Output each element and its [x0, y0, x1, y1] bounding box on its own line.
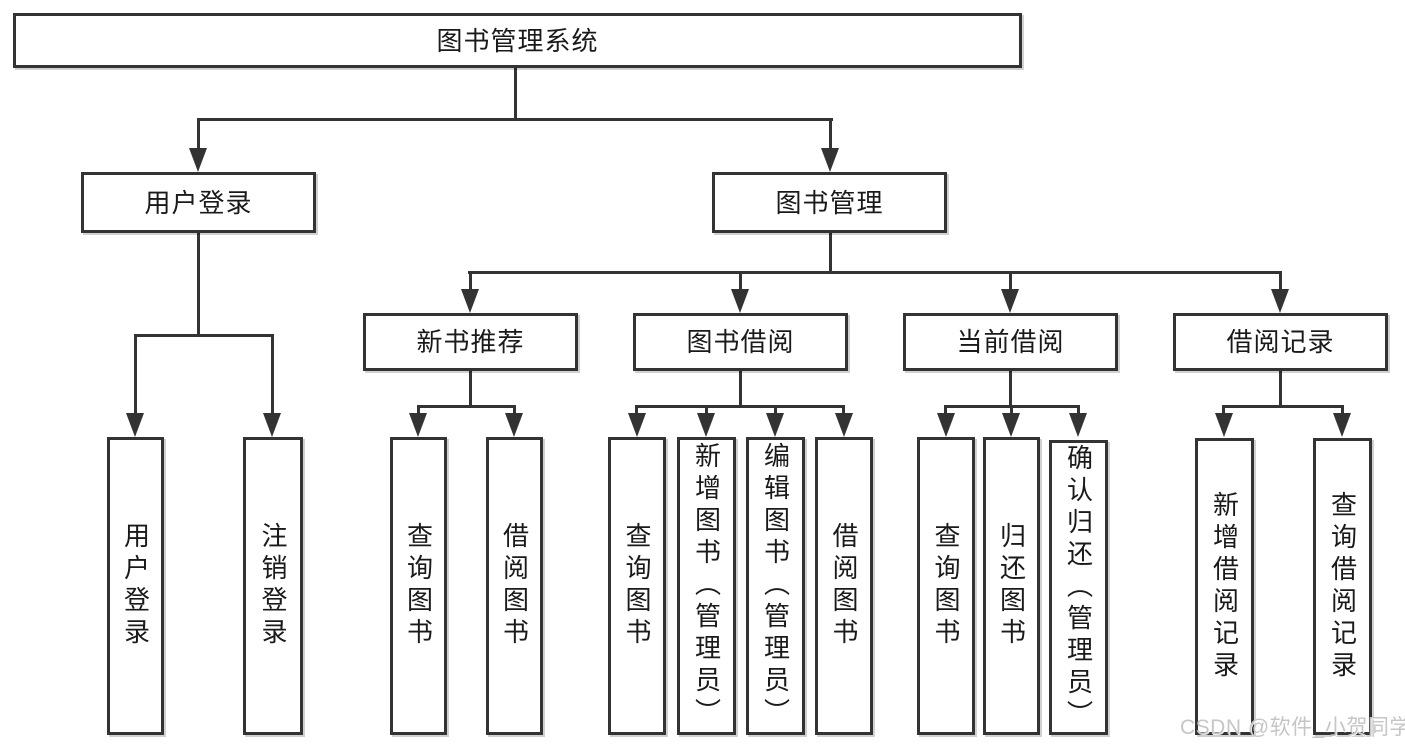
node-label: 用户登录: [120, 522, 151, 650]
arrow-down-icon: [263, 413, 281, 437]
arrow-down-icon: [697, 413, 715, 437]
arrow-down-icon: [461, 289, 479, 313]
arrow-down-icon: [1215, 413, 1233, 437]
arrow-down-icon: [1333, 413, 1351, 437]
arrow-down-icon: [505, 413, 523, 437]
node-user-login: 用户登录: [81, 172, 316, 233]
connector-root-trunk: [514, 68, 517, 121]
leaf-query-books: 查询图书: [390, 437, 447, 735]
node-label: 查询借阅记录: [1327, 490, 1358, 683]
leaf-query-borrow-record: 查询借阅记录: [1313, 438, 1372, 735]
node-label: 借阅图书: [829, 522, 859, 650]
node-label: 图书管理: [775, 187, 884, 218]
leaf-add-borrow-record: 新增借阅记录: [1195, 438, 1254, 735]
connector-recommend-trunk: [469, 371, 472, 408]
connector-stem: [705, 405, 708, 417]
connector-mgmt-trunk: [829, 233, 832, 274]
arrow-down-icon: [835, 413, 853, 437]
node-label: 查询图书: [622, 522, 652, 650]
connector-stem: [635, 405, 638, 417]
node-label: 新增图书（管理员）: [691, 442, 722, 730]
connector-borrow-trunk: [739, 371, 742, 408]
leaf-return-books: 归还图书: [983, 437, 1040, 735]
arrow-down-icon: [1271, 289, 1289, 313]
node-label: 新增借阅记录: [1209, 490, 1240, 683]
arrow-down-icon: [189, 148, 207, 172]
connector-stem: [1222, 405, 1225, 417]
node-label: 查询图书: [403, 522, 434, 650]
connector-stem: [842, 405, 845, 417]
node-library-management-system: 图书管理系统: [13, 13, 1022, 68]
leaf-borrow-books: 借阅图书: [486, 437, 543, 735]
node-label: 图书管理系统: [436, 25, 599, 56]
connector-current-trunk: [1009, 371, 1012, 408]
connector-stem: [774, 405, 777, 417]
connector-login-trunk: [197, 233, 200, 337]
leaf-logout: 注销登录: [243, 437, 303, 735]
leaf-edit-book-admin: 编辑图书（管理员）: [746, 437, 805, 735]
connector-stem-recommend: [469, 271, 472, 293]
node-borrowing-records: 借阅记录: [1173, 313, 1388, 371]
connector-borrow-branch: [635, 405, 845, 408]
node-label: 编辑图书（管理员）: [760, 442, 791, 730]
node-book-borrowing: 图书借阅: [633, 313, 848, 371]
connector-login-branch: [134, 334, 274, 337]
arrow-down-icon: [1001, 289, 1019, 313]
connector-stem-login: [134, 334, 137, 416]
connector-stem: [1010, 405, 1013, 417]
leaf-query-books: 查询图书: [917, 437, 975, 735]
leaf-query-books: 查询图书: [608, 437, 666, 735]
node-label: 图书借阅: [686, 327, 795, 357]
connector-stem-borrow: [739, 271, 742, 293]
leaf-add-book-admin: 新增图书（管理员）: [677, 437, 736, 735]
connector-stem-current: [1009, 271, 1012, 293]
connector-stem-record: [1279, 271, 1282, 293]
node-label: 确认归还（管理员）: [1063, 443, 1094, 732]
arrow-down-icon: [126, 413, 144, 437]
arrow-down-icon: [628, 413, 646, 437]
leaf-confirm-return-admin: 确认归还（管理员）: [1049, 440, 1108, 735]
connector-stem: [1077, 405, 1080, 417]
node-current-borrowing: 当前借阅: [903, 313, 1118, 371]
node-label: 注销登录: [258, 522, 288, 650]
connector-stem: [944, 405, 947, 417]
arrow-down-icon: [766, 413, 784, 437]
leaf-user-login: 用户登录: [107, 437, 164, 735]
node-label: 当前借阅: [956, 327, 1065, 357]
node-book-management: 图书管理: [712, 172, 947, 233]
node-label: 用户登录: [144, 187, 253, 218]
node-new-book-recommend: 新书推荐: [363, 313, 578, 371]
connector-root-branch: [197, 118, 833, 121]
node-label: 新书推荐: [416, 327, 525, 357]
connector-record-trunk: [1279, 371, 1282, 408]
connector-mgmt-branch: [468, 271, 1282, 274]
arrow-down-icon: [937, 413, 955, 437]
csdn-watermark: CSDN @软件_小贺同学: [1180, 716, 1405, 739]
connector-stem: [513, 405, 516, 417]
connector-stem: [1341, 405, 1344, 417]
connector-stem-logout: [271, 334, 274, 416]
node-label: 借阅图书: [499, 522, 530, 650]
node-label: 借阅记录: [1226, 327, 1335, 357]
connector-recommend-branch: [417, 405, 516, 408]
node-label: 查询图书: [931, 522, 961, 650]
arrow-down-icon: [731, 289, 749, 313]
connector-stem-user-login: [197, 118, 200, 151]
node-label: 归还图书: [996, 522, 1027, 650]
arrow-down-icon: [1069, 413, 1087, 437]
connector-record-branch: [1222, 405, 1344, 408]
arrow-down-icon: [1002, 413, 1020, 437]
arrow-down-icon: [409, 413, 427, 437]
leaf-borrow-books: 借阅图书: [815, 437, 873, 735]
arrow-down-icon: [821, 148, 839, 172]
connector-stem: [417, 405, 420, 417]
connector-stem-book-management: [829, 118, 832, 151]
